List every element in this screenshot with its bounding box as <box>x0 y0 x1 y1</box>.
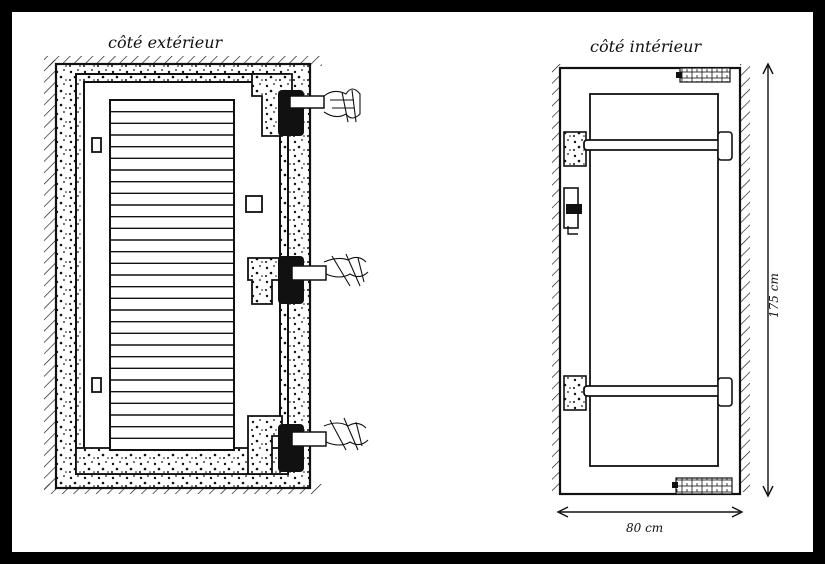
diagram-sheet: côté extérieur <box>12 12 813 552</box>
strap-hinge-top <box>563 131 733 167</box>
interior-panel <box>589 93 719 467</box>
latch-hole-bottom <box>91 377 102 393</box>
shutter-diagram: côté extérieur <box>44 33 781 535</box>
hinge-bracket-middle <box>247 256 327 305</box>
interior-title: côté intérieur <box>590 37 702 56</box>
wall-hatch-top <box>44 56 322 66</box>
brick-corner-top <box>679 67 731 83</box>
center-block <box>245 195 263 213</box>
width-dimension <box>556 506 744 518</box>
latch <box>563 187 582 235</box>
wall-hatch-left <box>44 60 56 490</box>
hinge-pin-sketches <box>323 88 369 451</box>
interior-wall-hatch-left <box>552 64 562 492</box>
strap-hinge-bottom <box>563 375 733 411</box>
louvre-slats <box>110 110 234 440</box>
width-dimension-label: 80 cm <box>626 521 663 535</box>
height-dimension <box>762 62 774 498</box>
bolt-top <box>676 72 682 78</box>
height-dimension-label: 175 cm <box>767 273 781 318</box>
bolt-bottom <box>672 482 678 488</box>
latch-hole-top <box>91 137 102 153</box>
interior-view: côté intérieur <box>552 37 781 535</box>
hinge-bracket-top <box>251 73 325 137</box>
hinge-bracket-bottom <box>247 415 327 475</box>
exterior-title: côté extérieur <box>108 33 224 52</box>
brick-corner-bottom <box>675 477 733 495</box>
exterior-view: côté extérieur <box>44 33 369 494</box>
interior-wall-hatch-right <box>740 64 750 492</box>
